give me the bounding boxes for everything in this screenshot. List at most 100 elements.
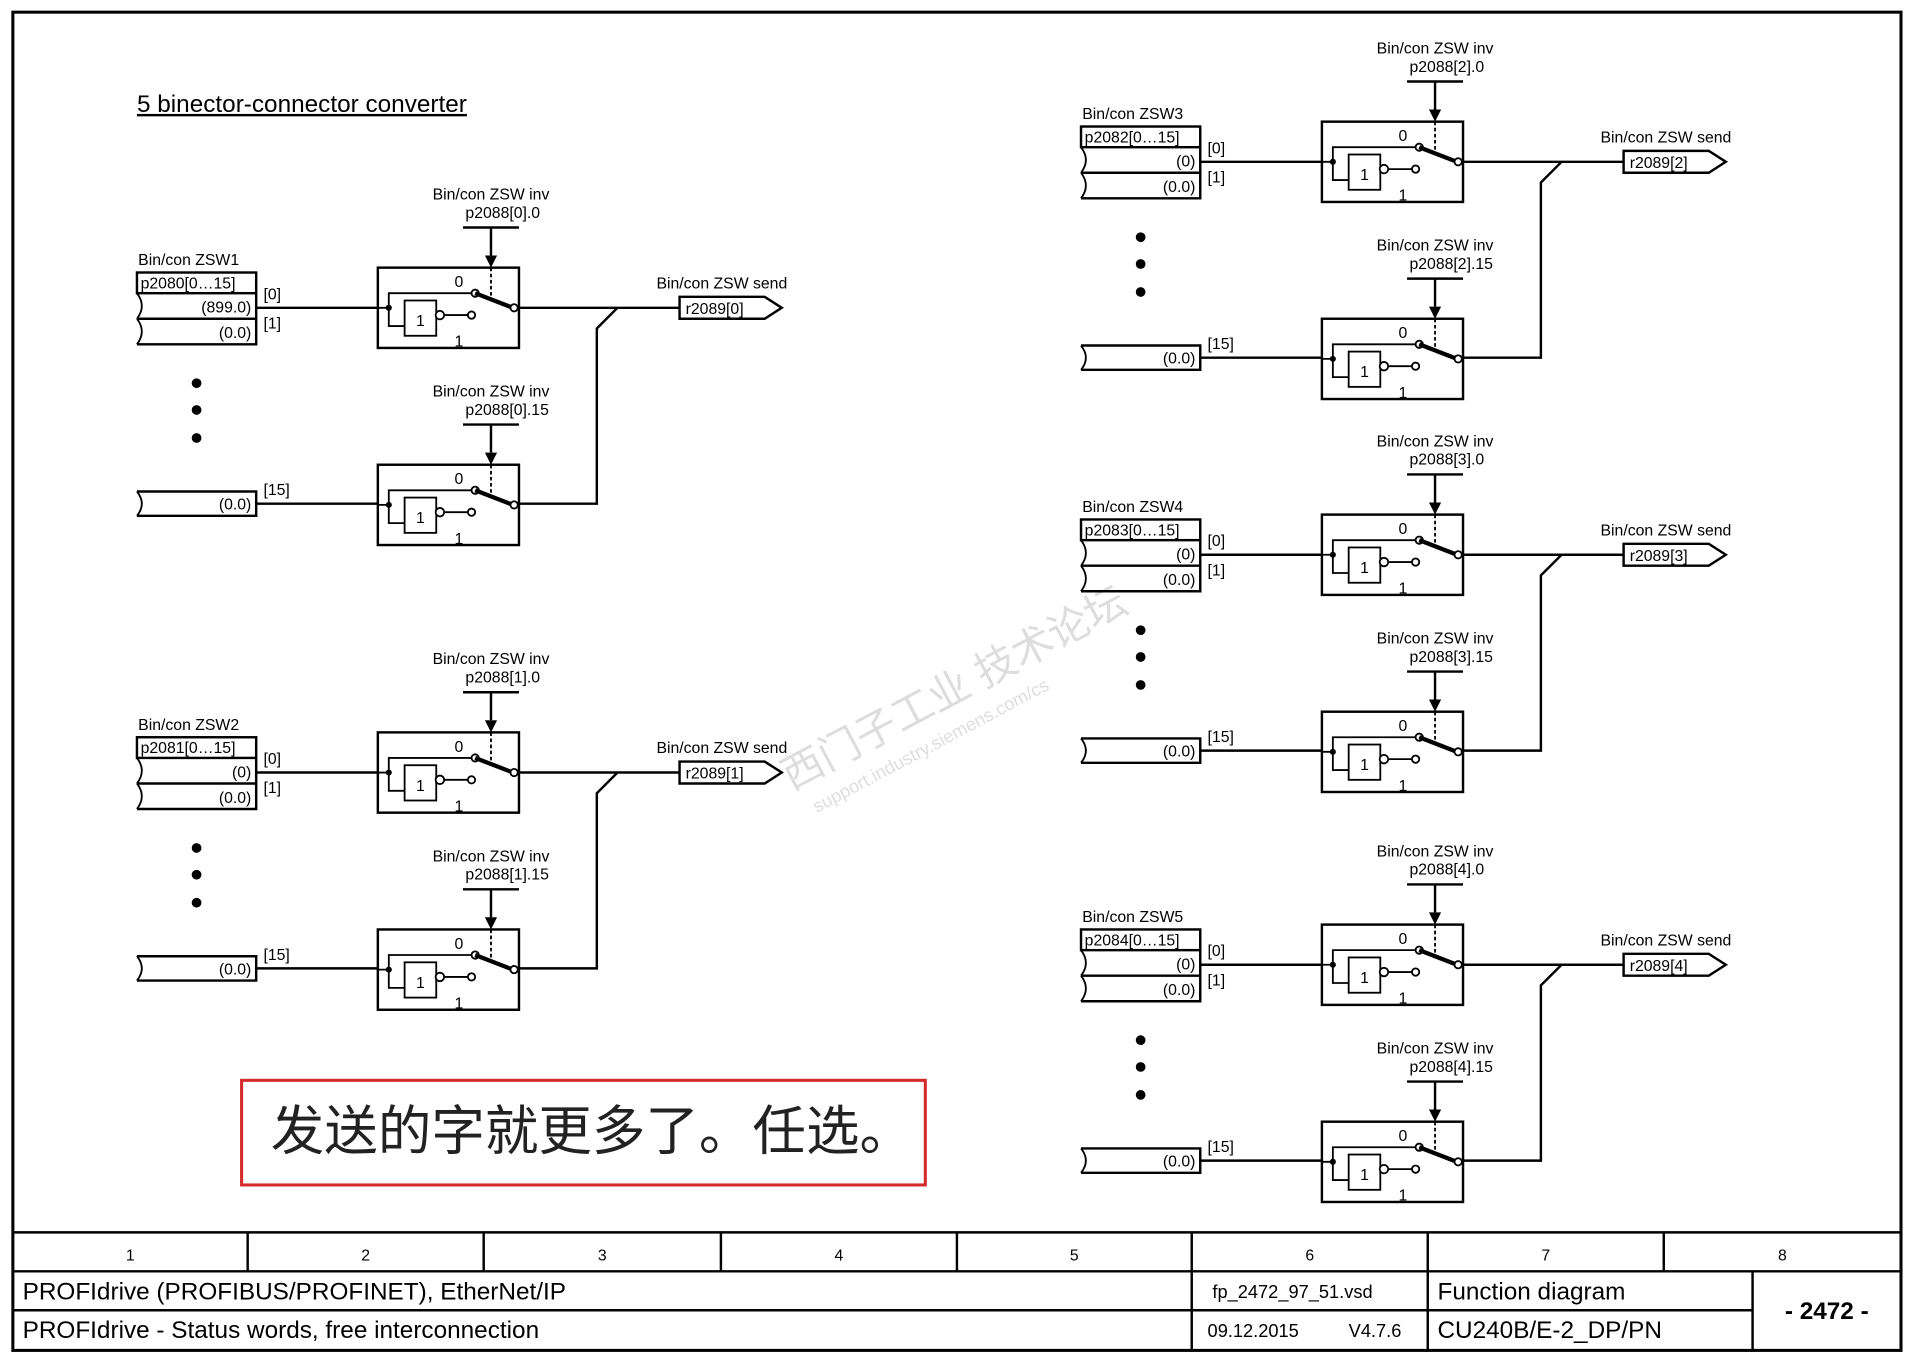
param-index: p2080[0…15] <box>141 275 236 292</box>
converter-channel-3: Bin/con ZSW3p2082[0…15](0)(0.0)[0][1](0.… <box>1079 41 1731 402</box>
ellipsis-dot <box>1135 1090 1146 1100</box>
output-connector <box>678 760 784 785</box>
switch-zero: 0 <box>454 471 463 488</box>
switch-contact <box>1418 145 1458 164</box>
param-box <box>1079 518 1202 542</box>
output-param: r2089[0] <box>686 301 744 318</box>
output-connector <box>1622 149 1729 174</box>
output-connector <box>1622 952 1729 977</box>
param-index: p2082[0…15] <box>1085 129 1180 146</box>
inverter-bubble <box>1378 966 1390 978</box>
arrow-down-icon <box>1428 1109 1442 1122</box>
channel-name: Bin/con ZSW4 <box>1082 499 1183 516</box>
switch-box <box>1320 923 1465 1007</box>
bus-line <box>1463 963 1563 1162</box>
switch-zero: 0 <box>1399 718 1408 735</box>
arrow-down-icon <box>1428 699 1442 712</box>
input-value-15: (0.0) <box>219 497 251 514</box>
inv-label: Bin/con ZSW inv <box>433 651 550 668</box>
annotation-box <box>240 1078 927 1187</box>
inverter-bubble <box>1378 163 1390 175</box>
switch-one: 1 <box>454 996 463 1013</box>
switch-box <box>376 731 521 814</box>
bus-line <box>518 771 619 970</box>
inv-param: p2088[4].15 <box>1410 1059 1494 1076</box>
converter-channel-1: Bin/con ZSW1p2080[0…15](899.0)(0.0)[0][1… <box>135 187 787 548</box>
column-number: 3 <box>598 1247 607 1264</box>
param-index: p2081[0…15] <box>141 740 236 757</box>
input-value-1: (0.0) <box>219 325 251 342</box>
switch-one: 1 <box>1399 1188 1408 1205</box>
send-label: Bin/con ZSW send <box>656 275 787 292</box>
index-0: [0] <box>263 286 281 303</box>
param-box <box>1079 928 1202 952</box>
ellipsis-dot <box>1135 259 1146 269</box>
inverter-bubble <box>1378 753 1390 765</box>
inverter-bubble <box>434 774 446 785</box>
inverter-bubble <box>434 309 446 321</box>
index-15: [15] <box>1208 1139 1234 1156</box>
input-value-0: (0) <box>1176 154 1195 171</box>
switch-contact <box>474 953 514 972</box>
not-gate-label: 1 <box>1360 560 1369 577</box>
not-gate-label: 1 <box>1360 757 1369 774</box>
index-0: [0] <box>1208 533 1226 550</box>
column-number: 2 <box>361 1247 370 1264</box>
switch-one: 1 <box>454 798 463 815</box>
ellipsis-dot <box>1135 625 1146 636</box>
channel-name: Bin/con ZSW2 <box>138 717 239 734</box>
switch-contact <box>1418 538 1458 557</box>
send-label: Bin/con ZSW send <box>1601 932 1732 949</box>
ellipsis-dot <box>191 378 202 389</box>
footer-file: fp_2472_97_51.vsd <box>1212 1281 1372 1303</box>
inv-param: p2088[2].15 <box>1410 256 1494 273</box>
footer-date: 09.12.2015 <box>1208 1320 1299 1341</box>
switch-box <box>376 463 521 547</box>
arrow-down-icon <box>1428 109 1442 122</box>
input-value-15: (0.0) <box>1163 1154 1195 1171</box>
index-1: [1] <box>263 315 281 332</box>
input-row-1 <box>136 318 258 346</box>
switch-box <box>1320 317 1465 401</box>
switch-one: 1 <box>1399 385 1408 402</box>
switch-box <box>1320 710 1465 794</box>
switch-one: 1 <box>1399 581 1408 598</box>
inv-param: p2088[3].15 <box>1410 649 1494 666</box>
not-gate-label: 1 <box>1360 167 1369 184</box>
input-row-1 <box>1081 565 1202 593</box>
footer-version: V4.7.6 <box>1349 1320 1402 1341</box>
switch-contact <box>474 291 514 310</box>
index-1: [1] <box>1208 972 1226 989</box>
switch-contact <box>1418 948 1458 967</box>
index-15: [15] <box>263 947 289 964</box>
switch-one: 1 <box>454 334 463 351</box>
ellipsis-dot <box>1135 232 1146 243</box>
footer-line2: PROFIdrive - Status words, free intercon… <box>23 1317 540 1344</box>
ellipsis-dot <box>1135 1035 1146 1046</box>
ellipsis-dot <box>1135 1062 1146 1072</box>
param-index: p2084[0…15] <box>1085 932 1180 949</box>
output-connector <box>1622 542 1729 567</box>
inv-param: p2088[0].0 <box>465 205 540 222</box>
switch-one: 1 <box>1399 188 1408 205</box>
output-param: r2089[4] <box>1630 958 1688 975</box>
footer-line1: PROFIdrive (PROFIBUS/PROFINET), EtherNet… <box>23 1278 566 1305</box>
not-gate-label: 1 <box>416 510 425 527</box>
param-index: p2083[0…15] <box>1085 522 1180 539</box>
inv-param: p2088[1].0 <box>465 670 540 687</box>
input-value-15: (0.0) <box>1163 744 1195 761</box>
param-box <box>1079 125 1202 149</box>
input-value-1: (0.0) <box>1163 982 1195 999</box>
bus-line <box>1463 160 1563 359</box>
input-value-0: (0) <box>1176 957 1195 974</box>
switch-contact <box>1418 342 1458 361</box>
inv-label: Bin/con ZSW inv <box>433 187 550 204</box>
ellipsis-dot <box>191 405 202 415</box>
